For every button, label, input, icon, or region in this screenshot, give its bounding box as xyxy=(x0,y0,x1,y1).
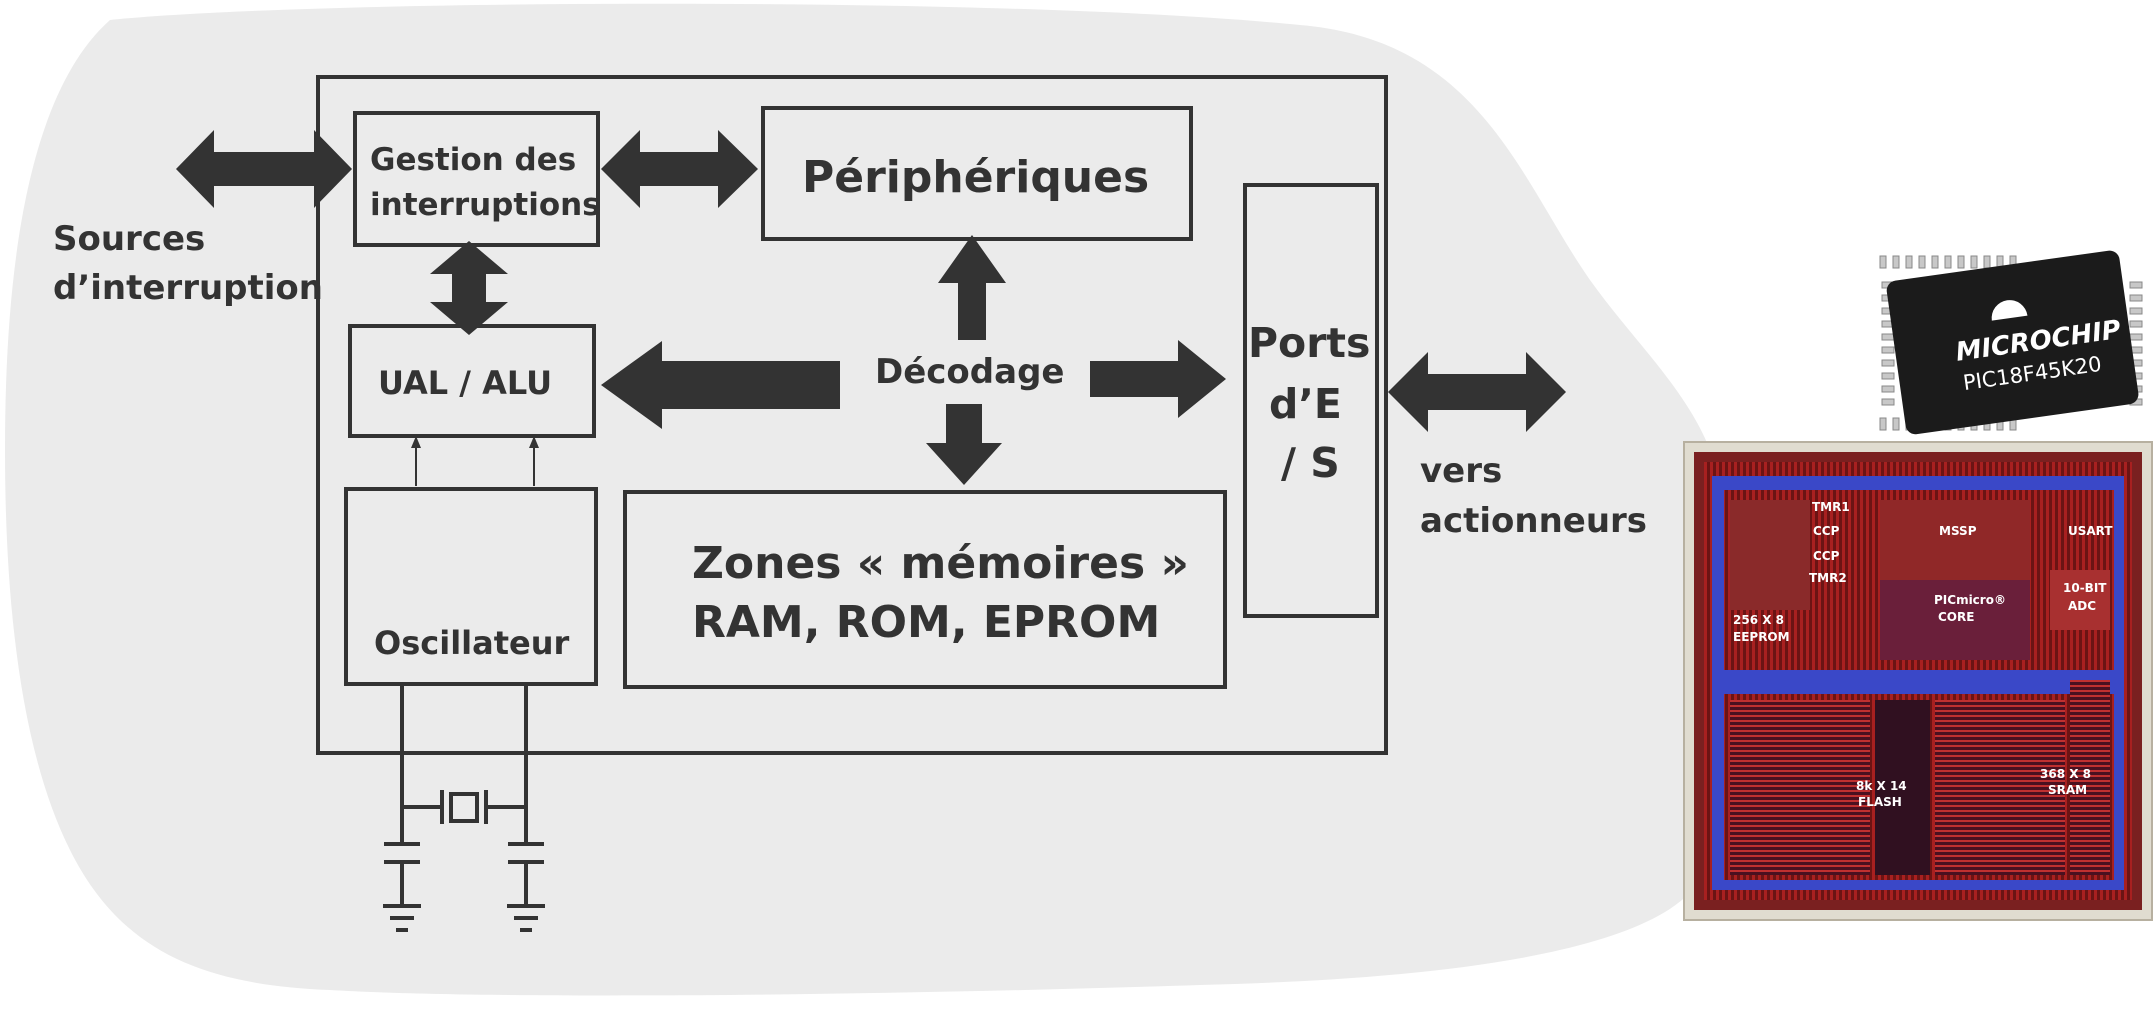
ports-label-line3: / S xyxy=(1281,439,1340,487)
die-flash-line2: FLASH xyxy=(1858,795,1902,809)
die-eeprom-line1: 256 X 8 xyxy=(1733,613,1784,627)
silicon-die: TMR1 CCP CCP TMR2 MSSP USART 256 X 8 EEP… xyxy=(1683,441,2153,921)
decode-alu-arrow xyxy=(601,341,840,429)
die-tmr1: TMR1 xyxy=(1812,500,1850,514)
interrupt-box xyxy=(353,111,600,247)
sources-arrow xyxy=(176,130,352,208)
alu-box xyxy=(348,324,596,438)
sources-label-line2: d’interruption xyxy=(53,268,323,308)
alu-label: UAL / ALU xyxy=(378,364,552,402)
osc-alu-link-left-head xyxy=(411,436,421,448)
ports-label-line1: Ports xyxy=(1248,319,1370,367)
decode-ports-arrow xyxy=(1090,340,1226,418)
interrupt-label-line2: interruptions xyxy=(370,187,601,223)
die-sram-line2: SRAM xyxy=(2048,783,2087,797)
vers-label-line2: actionneurs xyxy=(1420,501,1647,541)
interrupt-alu-arrow xyxy=(430,241,508,335)
die-flash-line1: 8k X 14 xyxy=(1856,779,1907,793)
oscillator-box xyxy=(344,487,598,686)
interrupt-peripheral-arrow xyxy=(601,130,758,208)
peripheriques-box xyxy=(761,106,1193,241)
decode-memory-arrow xyxy=(926,404,1002,485)
vers-label-line1: vers xyxy=(1420,451,1502,491)
die-ccp2: CCP xyxy=(1813,549,1840,563)
die-mssp: MSSP xyxy=(1939,524,1977,538)
ports-label-line2: d’E xyxy=(1269,380,1342,428)
die-adc-line1: 10-BIT xyxy=(2063,581,2107,595)
sources-label-line1: Sources xyxy=(53,219,205,259)
oscillator-label: Oscillateur xyxy=(374,624,570,662)
die-eeprom-line2: EEPROM xyxy=(1733,630,1790,644)
die-adc-line2: ADC xyxy=(2068,599,2096,613)
crystal-circuit xyxy=(383,686,545,932)
osc-alu-link-right-head xyxy=(529,436,539,448)
ports-actuator-arrow xyxy=(1388,352,1566,432)
ports-box xyxy=(1243,183,1379,618)
die-ccp1: CCP xyxy=(1813,524,1840,538)
mcu-frame xyxy=(316,75,1388,755)
memory-box xyxy=(623,490,1227,689)
pic-chip-package: MICROCHIP PIC18F45K20 xyxy=(1879,250,2143,435)
interrupt-label-line1: Gestion des xyxy=(370,142,576,178)
memory-label-line2: RAM, ROM, EPROM xyxy=(692,597,1160,648)
memory-label-line1: Zones « mémoires » xyxy=(692,538,1189,589)
die-usart: USART xyxy=(2068,524,2113,538)
die-core-line2: CORE xyxy=(1938,610,1974,624)
die-sram-line1: 368 X 8 xyxy=(2040,767,2091,781)
microchip-logo-icon xyxy=(1991,300,2028,321)
die-core-line1: PICmicro® xyxy=(1934,593,2006,607)
peripheriques-label: Périphériques xyxy=(802,152,1149,203)
background-blob xyxy=(5,3,1729,996)
die-tmr2: TMR2 xyxy=(1809,571,1847,585)
decodage-label: Décodage xyxy=(875,352,1064,392)
chip-body xyxy=(1886,250,2139,435)
decode-peripheral-arrow xyxy=(938,235,1006,340)
